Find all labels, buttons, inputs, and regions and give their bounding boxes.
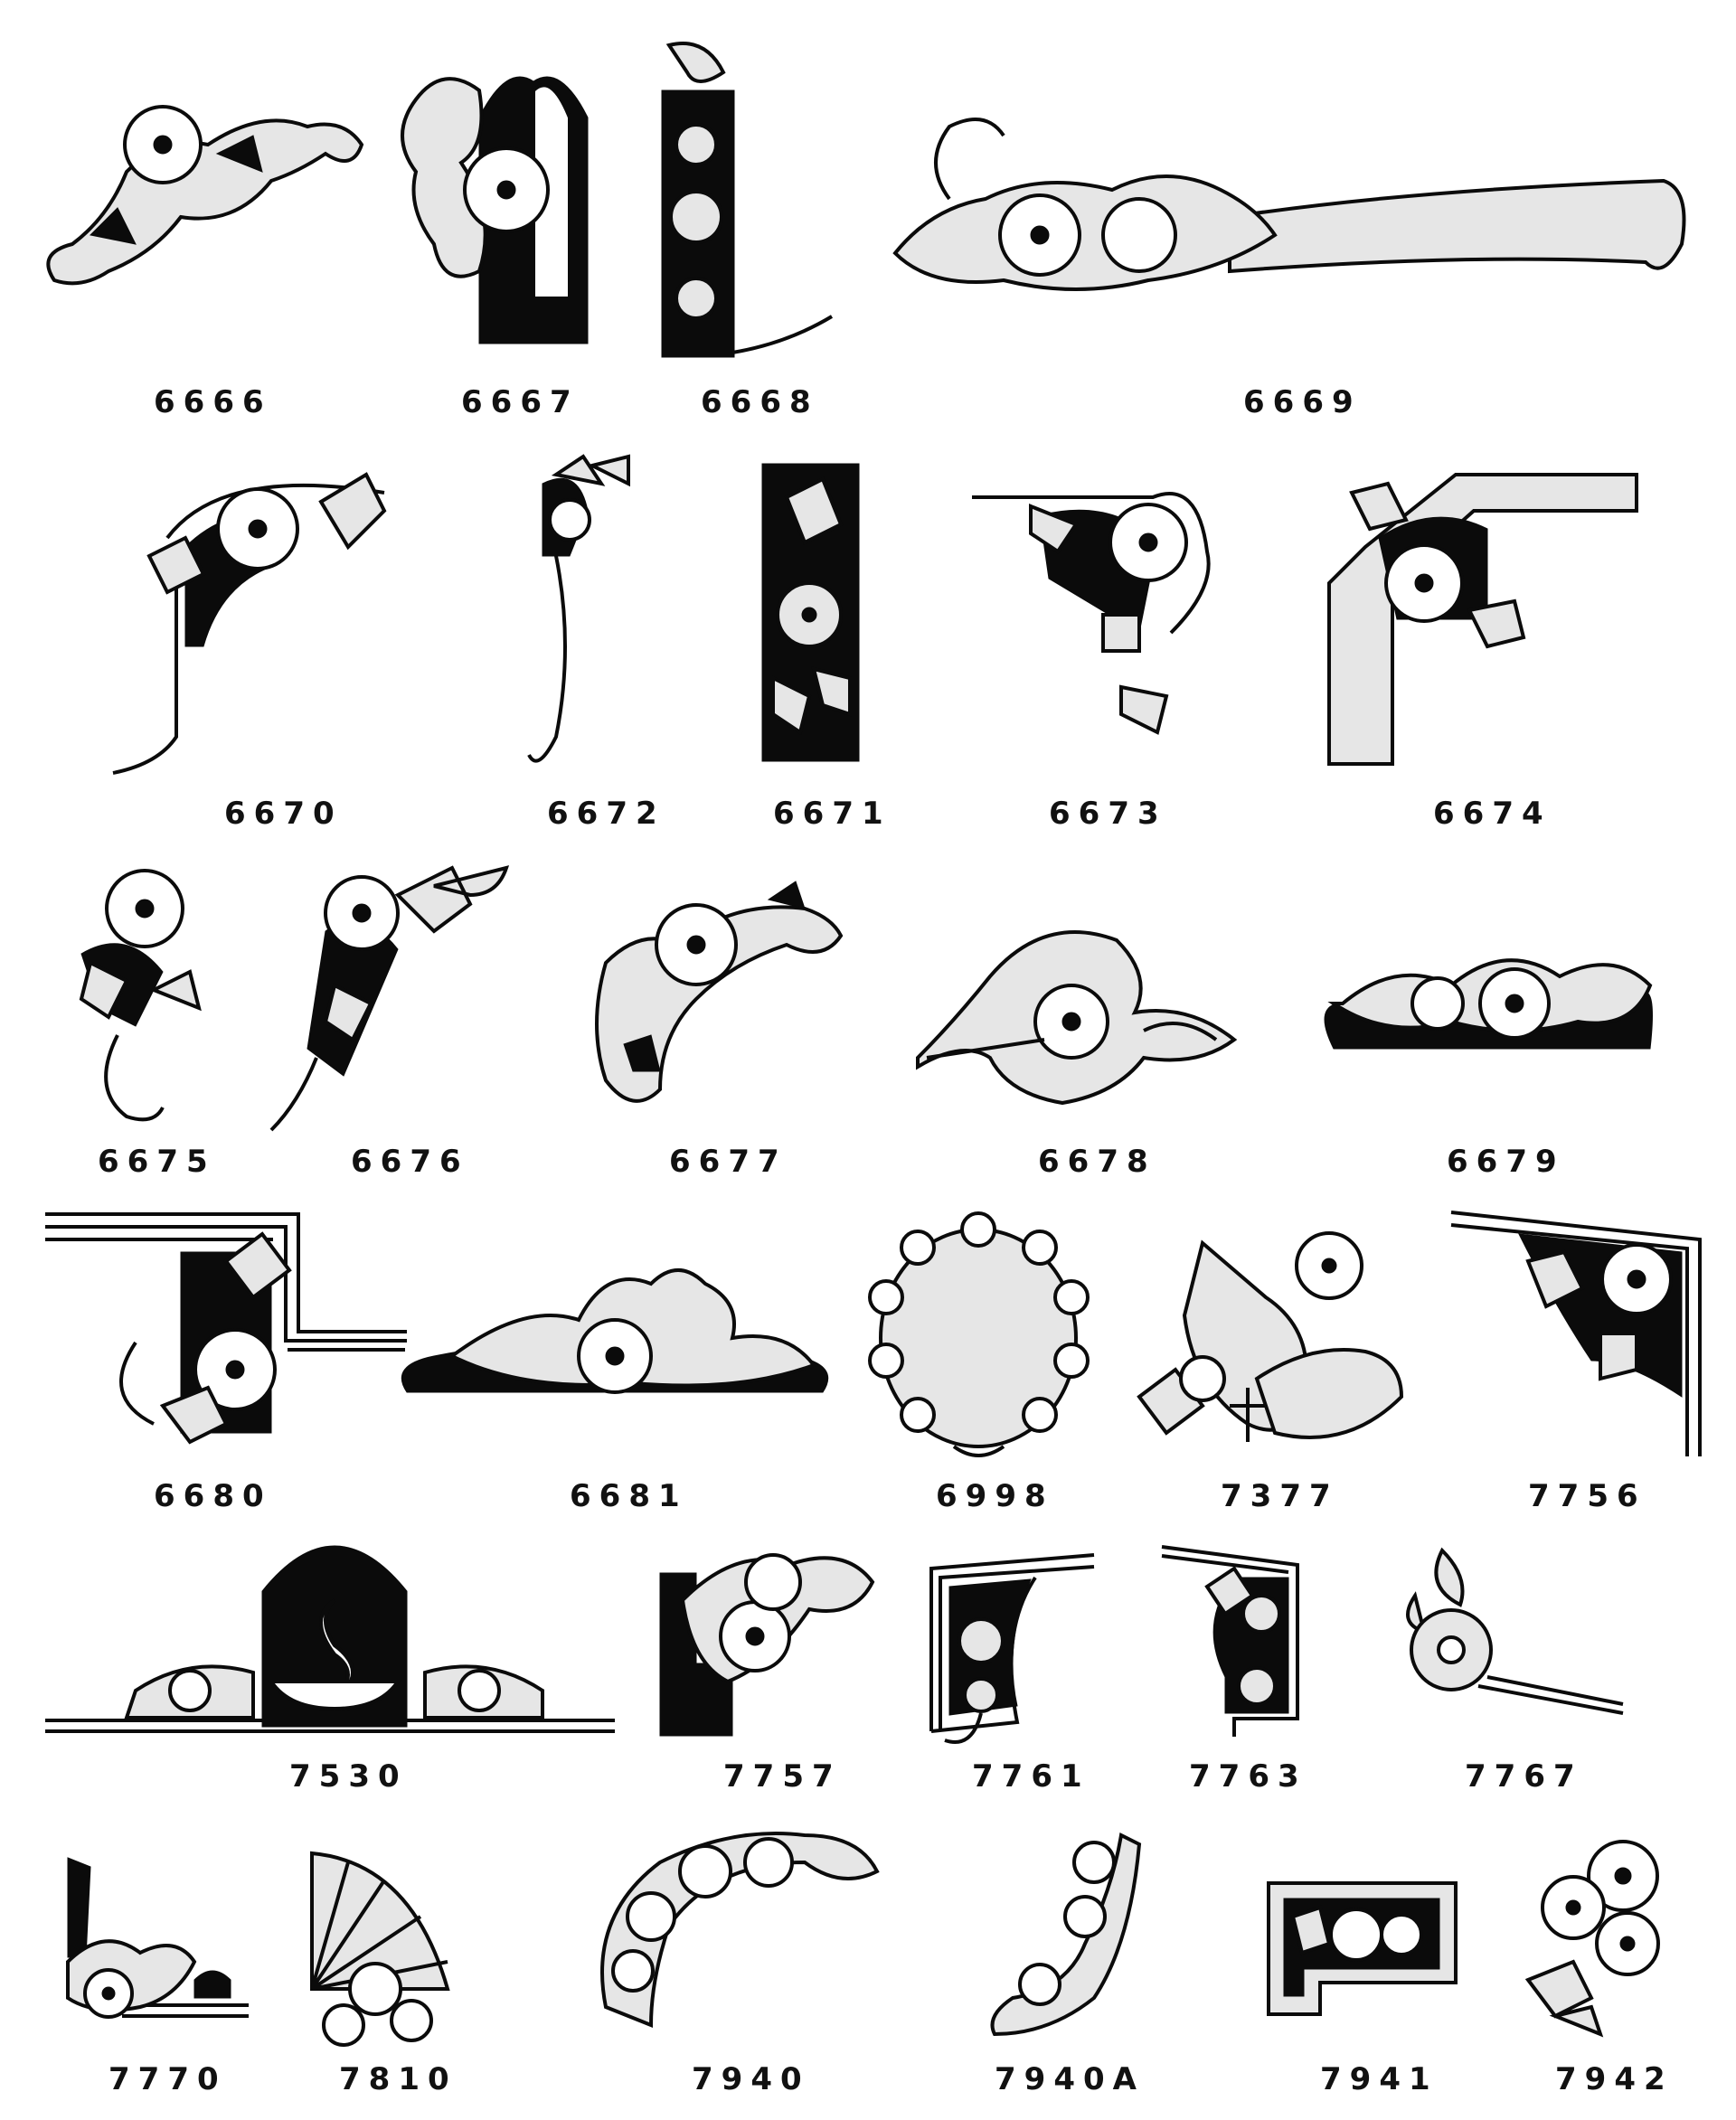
design-6670[interactable] [112,448,429,782]
design-number-7756: 7756 [1528,1478,1646,1514]
design-6998[interactable] [863,1207,1094,1469]
small-l-corner-floral-art [66,1857,249,2019]
design-6669[interactable] [868,90,1709,325]
slim-vine-floral-art [527,454,630,763]
diagonal-vine-floral-art [269,865,510,1132]
design-6681[interactable] [398,1257,832,1410]
design-7942[interactable] [1519,1835,1682,2043]
design-number-6680: 6680 [154,1478,272,1514]
horizontal-floral-border-art [1324,958,1653,1050]
design-6671[interactable] [760,461,863,764]
design-number-7810: 7810 [339,2061,458,2097]
design-number-7377: 7377 [1221,1478,1339,1514]
tall-panel-floral-art [661,42,834,358]
design-number-6676: 6676 [351,1144,469,1180]
design-number-6671: 6671 [773,796,892,832]
design-number-6681: 6681 [570,1478,688,1514]
design-6676[interactable] [269,859,515,1139]
square-corner-floral-art [1450,1211,1702,1456]
design-number-6679: 6679 [1447,1144,1565,1180]
design-number-7757: 7757 [723,1758,842,1795]
design-6677[interactable] [588,863,850,1135]
arching-floral-vine-art [600,1832,880,2028]
design-6673[interactable] [967,470,1221,750]
flower-stem-art [79,869,202,1122]
hook-corner-floral-art [972,492,1211,735]
gothic-window-floral-art [401,76,589,344]
flower-with-lines-art [1406,1547,1624,1715]
design-7810[interactable] [303,1844,466,2052]
design-number-6678: 6678 [1038,1144,1156,1180]
design-number-6670: 6670 [224,796,343,832]
design-number-7763: 7763 [1189,1758,1307,1795]
design-6679[interactable] [1316,913,1659,1094]
pediment-floral-crest-art [401,1268,829,1394]
banner-floral-art [892,118,1686,291]
design-number-7761: 7761 [972,1758,1090,1795]
design-number-6677: 6677 [669,1144,788,1180]
design-number-6668: 6668 [701,384,819,420]
design-6666[interactable] [36,90,371,307]
wagon-wheel-floral-art [310,1851,450,2047]
design-7940[interactable] [597,1826,880,2034]
arched-floral-spray-art [595,881,844,1103]
design-6668[interactable] [651,36,841,371]
design-number-6673: 6673 [1049,796,1167,832]
design-number-6672: 6672 [547,796,665,832]
design-number-6669: 6669 [1243,384,1362,420]
design-6680[interactable] [45,1207,407,1451]
design-7757[interactable] [656,1546,875,1740]
design-number-6667: 6667 [461,384,580,420]
design-7941[interactable] [1266,1880,1460,2016]
step-corner-floral-art [1161,1545,1299,1737]
design-6674[interactable] [1325,457,1641,773]
spray-bouquet-art [916,930,1238,1106]
vertical-tile-floral-art [761,463,860,762]
design-number-7767: 7767 [1465,1758,1583,1795]
design-7763[interactable] [1161,1541,1307,1737]
design-6667[interactable] [398,36,633,362]
post-corner-floral-art [659,1553,875,1737]
curved-corner-floral-art [112,472,387,775]
design-6678[interactable] [916,895,1243,1106]
rectangular-floral-panel-art [1267,1881,1458,2016]
s-curve-floral-vine-art [990,1833,1142,2037]
design-7770[interactable] [59,1853,258,2034]
floral-corner-art [46,105,364,286]
design-6675[interactable] [63,863,208,1135]
design-6672[interactable] [527,448,656,782]
design-number-7770: 7770 [108,2061,227,2097]
design-7761[interactable] [927,1550,1099,1749]
design-number-6674: 6674 [1433,796,1552,832]
design-number-7530: 7530 [289,1758,408,1795]
design-7756[interactable] [1447,1207,1709,1460]
framed-corner-floral-art [1327,473,1638,766]
praying-hands-rosary-art [1137,1231,1404,1442]
flower-cluster-art [1524,1840,1660,2038]
rectangular-corner-floral-art [45,1212,407,1445]
design-number-6998: 6998 [936,1478,1054,1514]
design-number-7940: 7940 [692,2061,810,2097]
design-7767[interactable] [1379,1541,1632,1740]
design-7530[interactable] [45,1545,615,1745]
design-number-7941: 7941 [1320,2061,1439,2097]
eternal-flame-arch-art [45,1545,615,1733]
design-number-6666: 6666 [154,384,272,420]
design-number-6675: 6675 [98,1144,216,1180]
design-number-7940A: 7940A [995,2061,1145,2097]
floral-wreath-art [868,1211,1090,1457]
design-7940A[interactable] [986,1826,1142,2043]
angled-frame-floral-art [929,1553,1095,1744]
design-7377[interactable] [1130,1216,1420,1451]
design-number-7942: 7942 [1555,2061,1674,2097]
